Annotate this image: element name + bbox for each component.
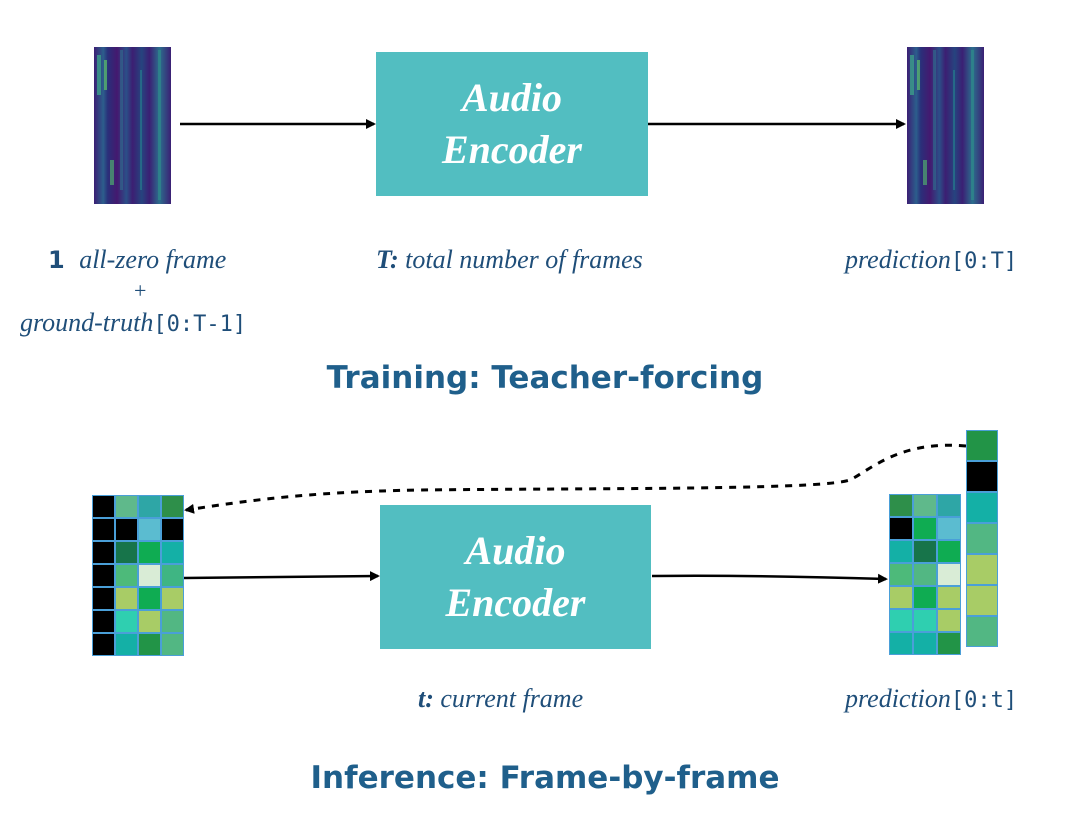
input-frame-cell xyxy=(161,633,184,656)
input-frame-cell xyxy=(161,610,184,633)
training-title: Training: Teacher-forcing xyxy=(326,360,764,396)
arrow-feedback xyxy=(184,443,967,514)
output-frame-cell xyxy=(937,609,961,632)
arrow-infer-in xyxy=(183,571,380,582)
input-frame-cell xyxy=(138,587,161,610)
output-frame-cell xyxy=(889,540,913,563)
new-frame-column xyxy=(966,430,998,647)
new-frame-cell xyxy=(966,430,998,461)
output-frame-cell xyxy=(913,540,937,563)
output-frame-cell xyxy=(913,586,937,609)
output-frame-cell xyxy=(913,563,937,586)
output-frame-cell xyxy=(937,632,961,655)
input-frame-cell xyxy=(138,541,161,564)
ground-truth-index: [0:T-1] xyxy=(153,312,247,337)
input-frame-cell xyxy=(161,587,184,610)
output-frame-cell xyxy=(913,609,937,632)
inference-input-grid xyxy=(92,495,184,656)
encoder-label-line1: Audio xyxy=(461,75,563,120)
ground-truth-text: ground-truth xyxy=(20,308,154,337)
output-frame-cell xyxy=(889,632,913,655)
plus-sign: + xyxy=(134,278,147,303)
frame-count: 1 xyxy=(48,246,65,274)
total-frames-text: total number of frames xyxy=(398,245,643,274)
output-frame-cell xyxy=(889,586,913,609)
input-frame-cell xyxy=(92,564,115,587)
input-frame-cell xyxy=(138,495,161,518)
output-frame-cell xyxy=(937,563,961,586)
input-frame-cell xyxy=(161,541,184,564)
input-frame-cell xyxy=(138,610,161,633)
training-prediction-label: prediction[0:T] xyxy=(845,245,1017,275)
output-frame-cell xyxy=(913,517,937,540)
inference-title: Inference: Frame-by-frame xyxy=(310,760,780,796)
input-frame-cell xyxy=(138,633,161,656)
encoder-label-line2: Encoder xyxy=(442,127,582,172)
input-frame-cell xyxy=(115,541,138,564)
output-frame-cell xyxy=(913,632,937,655)
prediction-text: prediction xyxy=(845,245,951,274)
input-frame-cell xyxy=(115,587,138,610)
current-frame-text: current frame xyxy=(433,684,584,713)
new-frame-cell xyxy=(966,461,998,492)
spectrogram-input xyxy=(94,47,171,204)
new-frame-cell xyxy=(966,616,998,647)
input-frame-cell xyxy=(92,633,115,656)
new-frame-cell xyxy=(966,554,998,585)
output-frame-cell xyxy=(937,494,961,517)
input-frame-cell xyxy=(92,518,115,541)
new-frame-cell xyxy=(966,523,998,554)
output-frame-cell xyxy=(913,494,937,517)
total-frames-symbol: T: xyxy=(376,245,399,274)
input-frame-cell xyxy=(115,633,138,656)
input-frame-cell xyxy=(161,495,184,518)
output-frame-cell xyxy=(937,540,961,563)
prediction-index: [0:t] xyxy=(950,688,1018,713)
inference-output-grid xyxy=(889,494,961,655)
input-frame-cell xyxy=(92,495,115,518)
new-frame-cell xyxy=(966,492,998,523)
total-frames-label: T: total number of frames xyxy=(376,245,643,275)
current-frame-symbol: t: xyxy=(418,684,434,713)
input-frame-cell xyxy=(92,541,115,564)
prediction-text: prediction xyxy=(845,684,951,713)
spectrogram-prediction xyxy=(907,47,984,204)
input-frame-cell xyxy=(161,564,184,587)
output-frame-cell xyxy=(889,494,913,517)
encoder-label-line2: Encoder xyxy=(445,580,586,625)
input-frame-cell xyxy=(115,564,138,587)
output-frame-cell xyxy=(937,586,961,609)
inference-prediction-label: prediction[0:t] xyxy=(845,684,1017,714)
arrow-infer-out xyxy=(651,573,888,584)
input-frame-cell xyxy=(138,564,161,587)
new-frame-cell xyxy=(966,585,998,616)
input-frame-cell xyxy=(138,518,161,541)
input-frame-cell xyxy=(115,518,138,541)
input-frame-cell xyxy=(161,518,184,541)
ground-truth-label: ground-truth[0:T-1] xyxy=(20,308,246,338)
all-zero-frame-text: all-zero frame xyxy=(79,245,227,274)
input-frame-cell xyxy=(115,610,138,633)
input-frame-cell xyxy=(92,610,115,633)
input-frame-cell xyxy=(92,587,115,610)
output-frame-cell xyxy=(889,517,913,540)
encoder-label-line1: Audio xyxy=(465,528,566,573)
current-frame-label: t: current frame xyxy=(418,684,583,714)
output-frame-cell xyxy=(937,517,961,540)
output-frame-cell xyxy=(889,609,913,632)
prediction-index: [0:T] xyxy=(950,249,1018,274)
training-input-label: 1 all-zero frame xyxy=(48,245,226,275)
audio-encoder-training: Audio Encoder xyxy=(376,52,648,196)
input-frame-cell xyxy=(115,495,138,518)
output-frame-cell xyxy=(889,563,913,586)
audio-encoder-inference: Audio Encoder xyxy=(380,505,651,649)
